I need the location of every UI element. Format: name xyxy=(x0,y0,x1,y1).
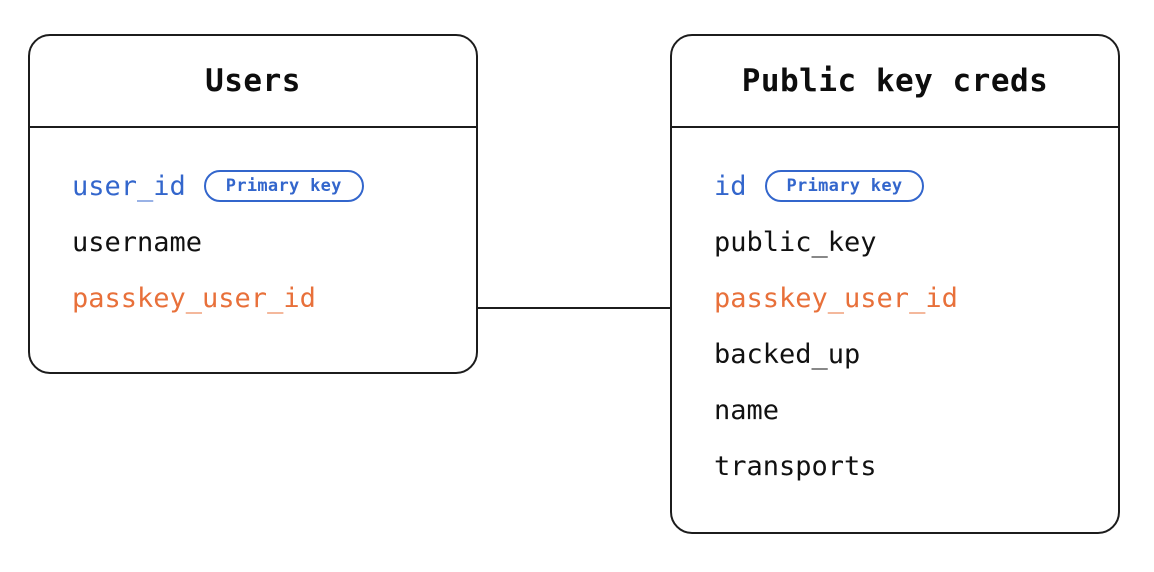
entity-header-users: Users xyxy=(30,36,476,128)
entity-header-public-key-creds: Public key creds xyxy=(672,36,1118,128)
entity-field-row[interactable]: id Primary key xyxy=(714,158,1118,214)
field-name-backed_up: backed_up xyxy=(714,338,861,370)
entity-field-row[interactable]: passkey_user_id xyxy=(714,270,1118,326)
entity-field-row[interactable]: passkey_user_id xyxy=(72,270,476,326)
field-name-name: name xyxy=(714,394,780,426)
entity-field-row[interactable]: public_key xyxy=(714,214,1118,270)
field-name-username: username xyxy=(72,226,203,258)
primary-key-badge: Primary key xyxy=(764,170,925,202)
primary-key-badge: Primary key xyxy=(203,170,364,202)
entity-field-row[interactable]: backed_up xyxy=(714,326,1118,382)
entity-field-row[interactable]: name xyxy=(714,382,1118,438)
entity-title: Users xyxy=(205,63,301,99)
field-name-user_id: user_id xyxy=(72,170,186,202)
entity-title: Public key creds xyxy=(741,63,1049,99)
entity-field-row[interactable]: username xyxy=(72,214,476,270)
entity-field-row[interactable]: user_id Primary key xyxy=(72,158,476,214)
entity-field-row[interactable]: transports xyxy=(714,438,1118,494)
field-name-passkey_user_id: passkey_user_id xyxy=(714,282,958,314)
field-name-passkey_user_id: passkey_user_id xyxy=(72,282,316,314)
field-name-public_key: public_key xyxy=(714,226,877,258)
field-name-id: id xyxy=(714,170,747,202)
field-name-transports: transports xyxy=(714,450,877,482)
relationship-connector xyxy=(478,307,670,309)
